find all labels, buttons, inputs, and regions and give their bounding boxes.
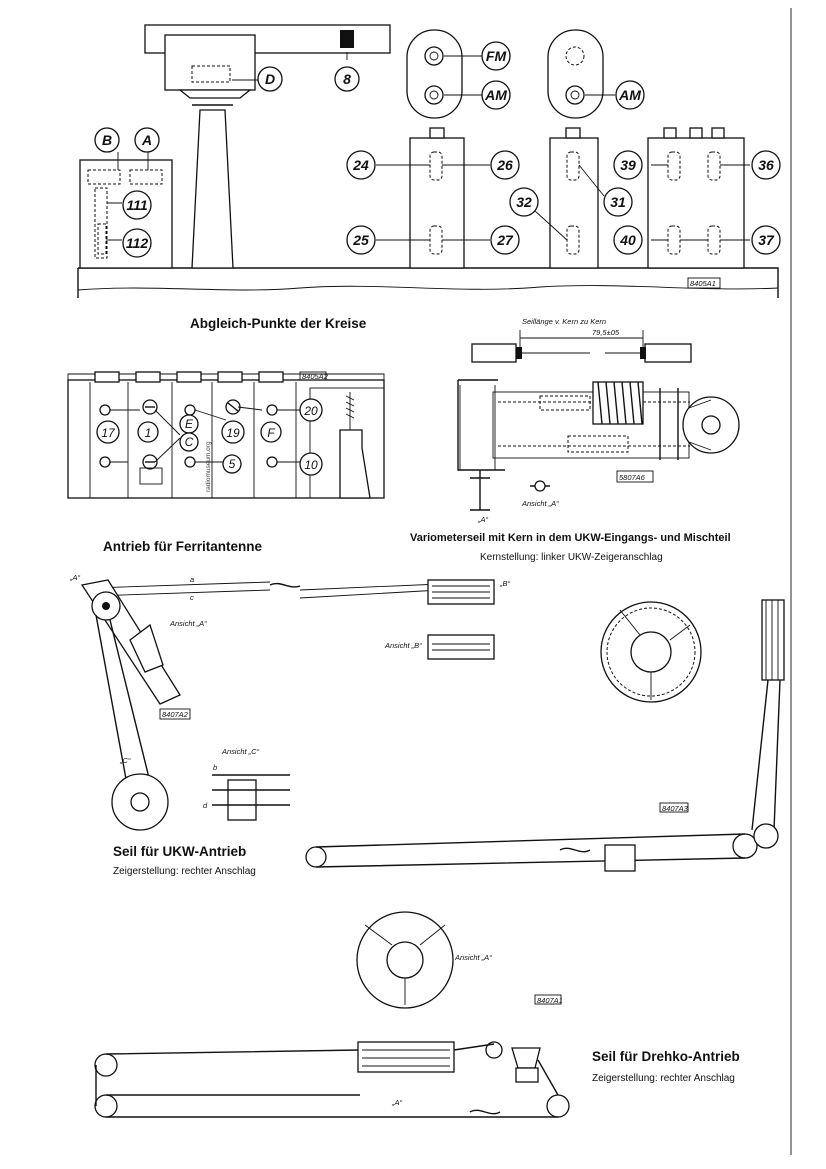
- title-ferrit: Antrieb für Ferritantenne: [103, 539, 263, 554]
- seillaenge-value: 79,5±05: [592, 328, 620, 337]
- label-FM: FM: [486, 48, 507, 64]
- drawing-number: 8405A2: [302, 372, 329, 381]
- subtitle-ukw: Zeigerstellung: rechter Anschlag: [113, 866, 256, 877]
- label-AM-1: AM: [484, 87, 507, 103]
- label-36: 36: [758, 157, 774, 173]
- label-17: 17: [101, 426, 116, 440]
- pin-a-label: „A“: [477, 515, 489, 524]
- subtitle-variometer: Kernstellung: linker UKW-Zeigeranschlag: [480, 552, 663, 563]
- cord-d-label: d: [203, 801, 208, 810]
- label-F: F: [267, 426, 275, 440]
- label-19: 19: [226, 426, 240, 440]
- ansicht-a-drehko: Ansicht „A“: [454, 953, 492, 962]
- label-10: 10: [304, 458, 318, 472]
- label-20: 20: [303, 404, 318, 418]
- seillaenge-label: Seillänge v. Kern zu Kern: [522, 317, 606, 326]
- ansicht-a-label: Ansicht „A“: [521, 499, 559, 508]
- label-C: C: [185, 435, 194, 449]
- label-AM-2: AM: [618, 87, 641, 103]
- label-112: 112: [126, 235, 149, 251]
- label-32: 32: [516, 194, 532, 210]
- title-drehko: Seil für Drehko-Antrieb: [592, 1049, 740, 1064]
- ferrite-panel-labels: 17 1 E C 19 F 20 5 10: [96, 398, 323, 476]
- title-ukw: Seil für UKW-Antrieb: [113, 844, 246, 859]
- label-40: 40: [619, 232, 636, 248]
- label-E: E: [185, 417, 194, 431]
- alignment-points-diagram: 8405A1: [77, 24, 779, 298]
- watermark: radiomuseum.org: [205, 441, 212, 492]
- drawing-number: 5807A6: [619, 473, 646, 482]
- drawing-number: 8405A1: [690, 279, 716, 288]
- label-1: 1: [145, 426, 152, 440]
- label-111: 111: [126, 197, 147, 213]
- drawing-number: 8407A3: [662, 804, 689, 813]
- ansicht-a-ukw: Ansicht „A“: [169, 619, 207, 628]
- title-variometer: Variometerseil mit Kern in dem UKW-Einga…: [410, 532, 731, 544]
- pin-a-drehko: „A“: [391, 1098, 403, 1107]
- ukw-cord-diagram: Ansicht „B“ „B“ „A“ a c Ansicht „A“ „C“ …: [69, 573, 785, 872]
- variometer-diagram: Seillänge v. Kern zu Kern 79,5±05 Ansich…: [457, 317, 740, 524]
- label-8: 8: [343, 71, 351, 87]
- label-27: 27: [496, 232, 514, 248]
- label-39: 39: [620, 157, 636, 173]
- label-B: B: [102, 132, 112, 148]
- label-31: 31: [610, 194, 626, 210]
- label-24: 24: [352, 157, 369, 173]
- alignment-point-labels: B A D 8 111 112 FM AM AM 24 25 26 27 32 …: [94, 41, 781, 258]
- subtitle-drehko: Zeigerstellung: rechter Anschlag: [592, 1073, 735, 1084]
- label-5: 5: [229, 457, 236, 471]
- drehko-cord-diagram: Ansicht „A“ 8407A1 „A“: [94, 911, 570, 1118]
- ansicht-b-label: Ansicht „B“: [384, 641, 422, 650]
- label-25: 25: [352, 232, 369, 248]
- cord-b-label: b: [213, 763, 217, 772]
- label-37: 37: [758, 232, 775, 248]
- pin-c-label: „C“: [119, 756, 131, 765]
- cord-c-label: c: [190, 593, 194, 602]
- ansicht-c-label: Ansicht „C“: [221, 747, 260, 756]
- label-D: D: [265, 71, 275, 87]
- label-26: 26: [496, 157, 513, 173]
- drawing-number: 8407A1: [537, 996, 563, 1005]
- drawing-number: 8407A2: [162, 710, 189, 719]
- title-abgleich: Abgleich-Punkte der Kreise: [190, 316, 367, 331]
- pin-b-label: „B“: [499, 579, 511, 588]
- cord-a-label: a: [190, 575, 194, 584]
- label-A: A: [141, 132, 152, 148]
- pin-a-label-ukw: „A“: [69, 573, 81, 582]
